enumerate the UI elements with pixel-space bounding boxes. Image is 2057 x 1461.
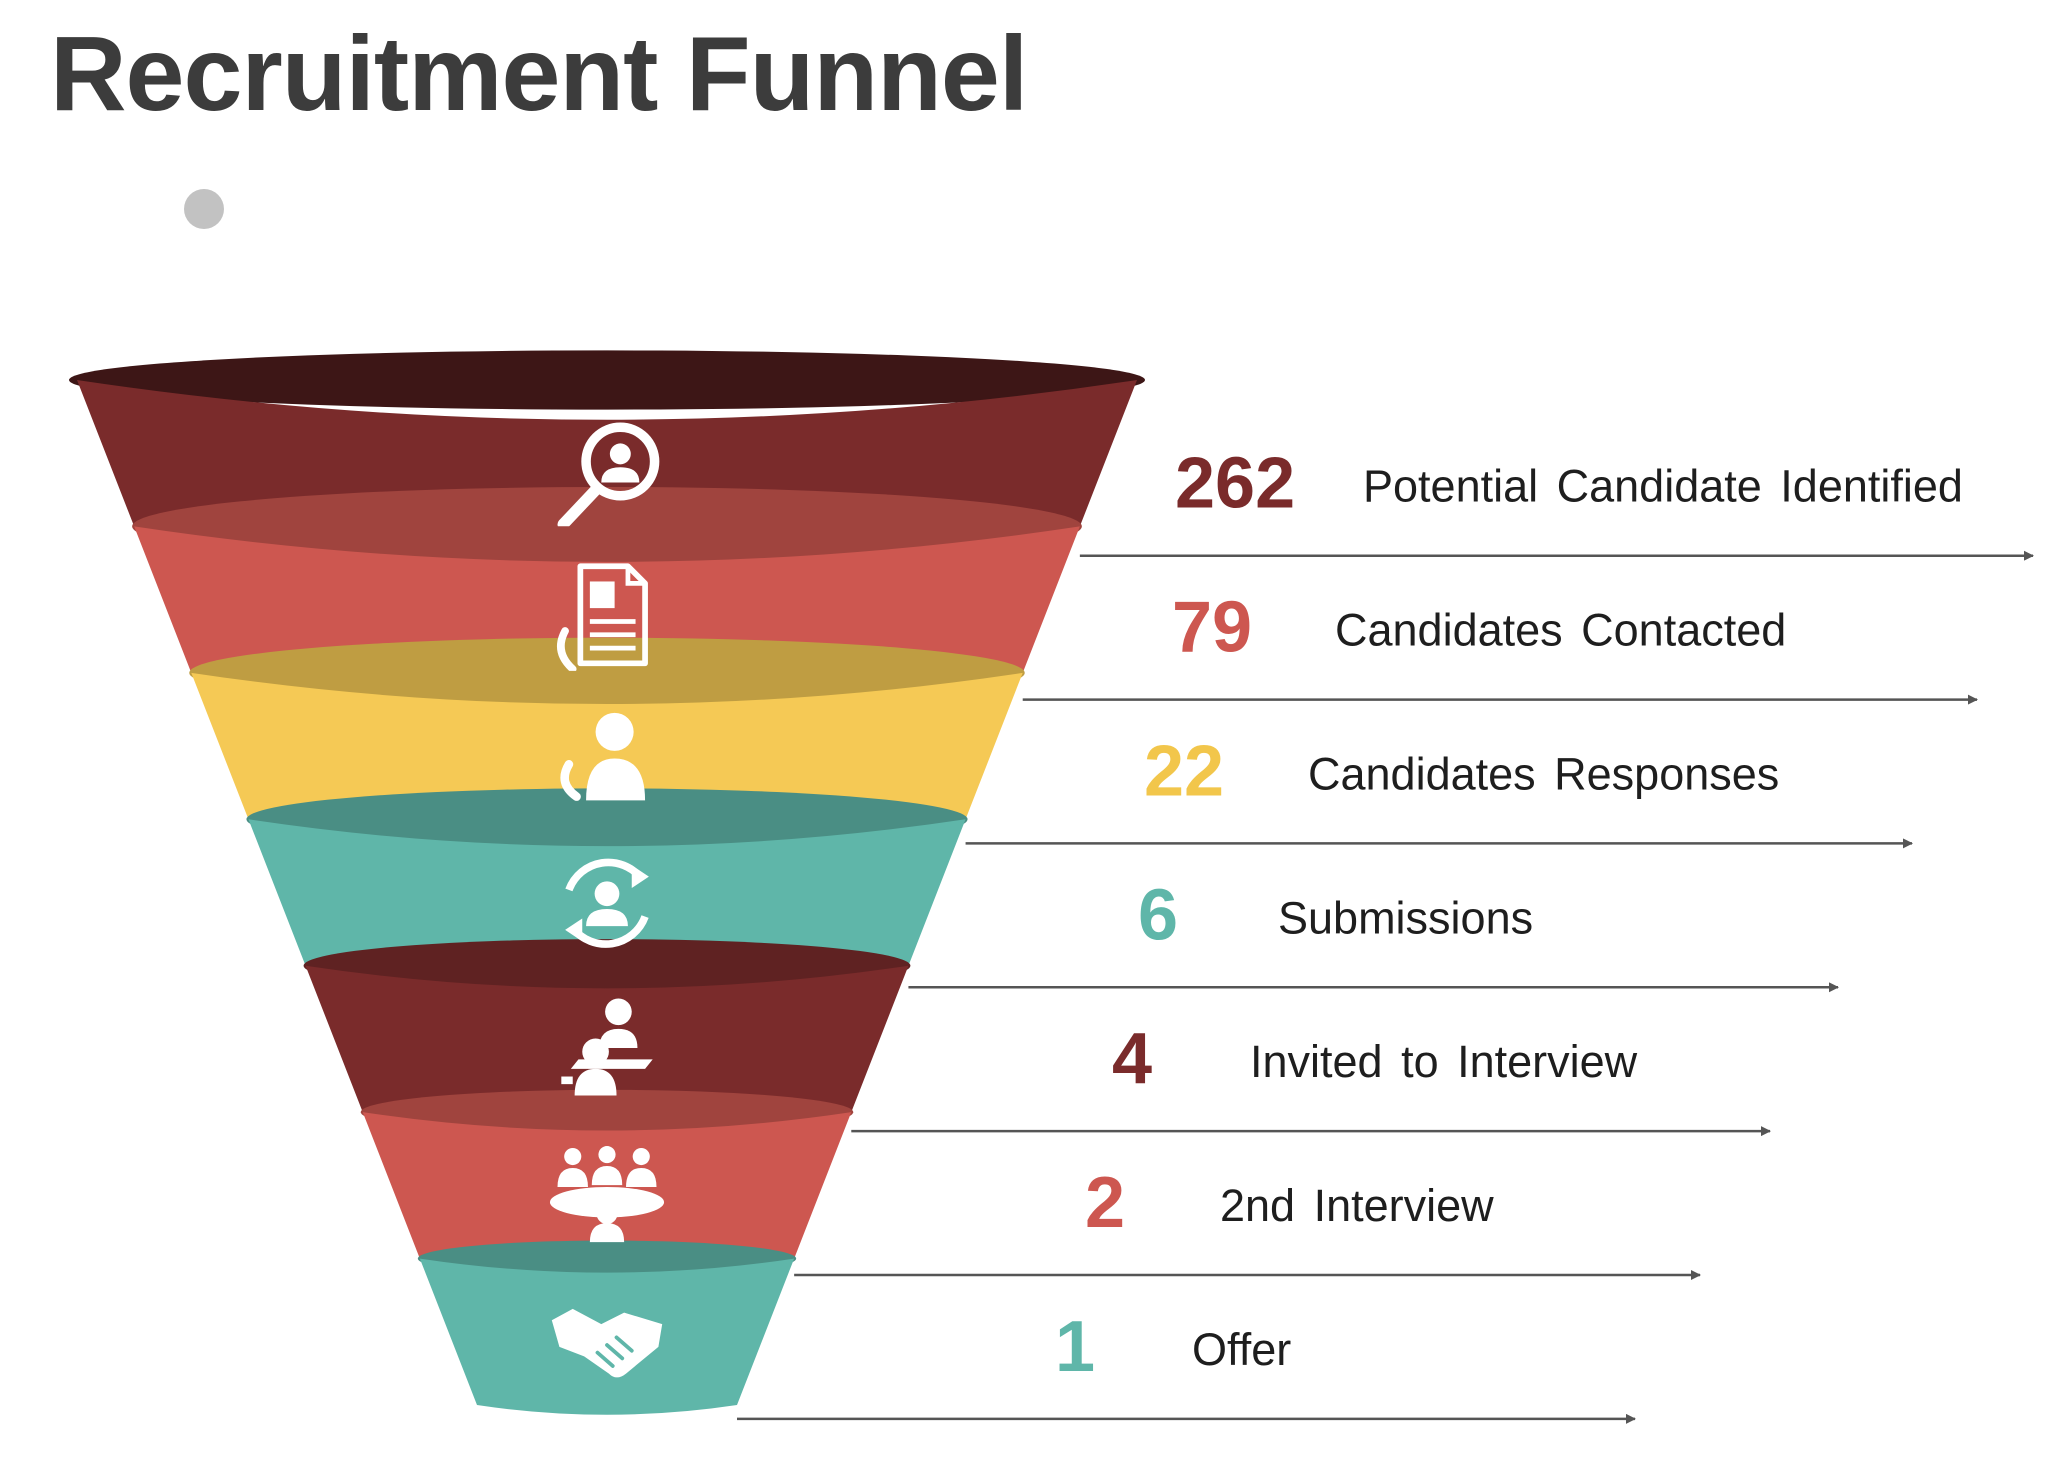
stage-value: 6 (1138, 875, 1178, 955)
stage-label: 2nd Interview (1220, 1180, 1494, 1231)
funnel-band-lip (417, 1240, 797, 1277)
stage-value: 262 (1175, 444, 1295, 524)
stage-value: 2 (1085, 1163, 1125, 1243)
stage-label: Potential Candidate Identified (1363, 461, 1963, 512)
bullet-dot (184, 189, 224, 229)
funnel-band-lip (360, 1089, 854, 1135)
stage-label: Candidates Contacted (1335, 605, 1786, 656)
stage-label: Candidates Responses (1308, 748, 1779, 799)
funnel-band-lip (189, 637, 1025, 709)
funnel-arrows (737, 550, 2034, 1424)
stage-label: Submissions (1278, 892, 1533, 943)
stage-label: Offer (1192, 1324, 1291, 1375)
page-title: Recruitment Funnel (50, 15, 1028, 133)
stage-value: 22 (1144, 731, 1224, 811)
stage-value: 4 (1112, 1019, 1152, 1099)
funnel-band-lip (246, 788, 968, 851)
stage-value: 79 (1172, 588, 1252, 668)
funnel-band-lip (303, 939, 911, 993)
funnel-rim (69, 350, 1145, 410)
stage-label: Invited to Interview (1250, 1036, 1638, 1087)
funnel-band-lip (132, 486, 1082, 566)
stage-value: 1 (1055, 1307, 1095, 1387)
